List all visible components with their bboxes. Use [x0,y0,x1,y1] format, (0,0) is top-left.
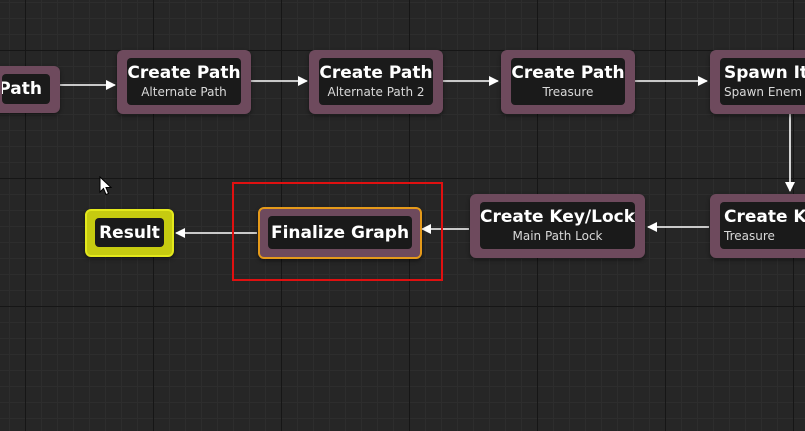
node-subtitle: Treasure [542,85,594,99]
node-create-key-lock[interactable]: Create Key/Lock Main Path Lock [470,194,645,258]
node-create-path-alternate-2[interactable]: Create Path Alternate Path 2 [309,50,443,114]
node-finalize-graph[interactable]: Finalize Graph [258,207,422,259]
node-spawn-items-body: Spawn Ite Spawn Enem [720,58,805,105]
node-title: Create Path [127,63,241,83]
node-subtitle: Main Path Lock [512,229,603,243]
node-result-body: Result [95,218,164,247]
node-result[interactable]: Result [85,209,174,257]
node-title: Spawn Ite [724,63,805,83]
node-subtitle: Alternate Path [141,85,227,99]
node-subtitle: Spawn Enem [724,85,803,99]
node-subtitle: Alternate Path 2 [327,85,425,99]
node-path-body: Path [2,74,50,104]
mouse-cursor-icon [99,176,113,196]
node-title: Create Ke [724,207,805,227]
node-create-path-treasure-body: Create Path Treasure [511,58,625,105]
node-create-path-alternate-2-body: Create Path Alternate Path 2 [319,58,433,105]
node-title: Finalize Graph [270,222,410,243]
node-spawn-items[interactable]: Spawn Ite Spawn Enem [710,50,805,114]
node-create-key-treasure[interactable]: Create Ke Treasure [710,194,805,258]
node-create-path-treasure[interactable]: Create Path Treasure [501,50,635,114]
node-subtitle: Treasure [724,229,775,243]
node-title: Create Key/Lock [480,207,635,227]
node-title: Create Path [511,63,625,83]
node-path-title: Path [2,79,42,99]
node-finalize-graph-body: Finalize Graph [268,216,412,249]
node-create-key-treasure-body: Create Ke Treasure [720,202,805,249]
node-path[interactable]: Path [0,66,60,113]
node-create-path-alternate-body: Create Path Alternate Path [127,58,241,105]
node-create-path-alternate[interactable]: Create Path Alternate Path [117,50,251,114]
node-title: Create Path [319,63,433,83]
node-title: Result [99,222,160,243]
node-create-key-lock-body: Create Key/Lock Main Path Lock [480,202,635,249]
